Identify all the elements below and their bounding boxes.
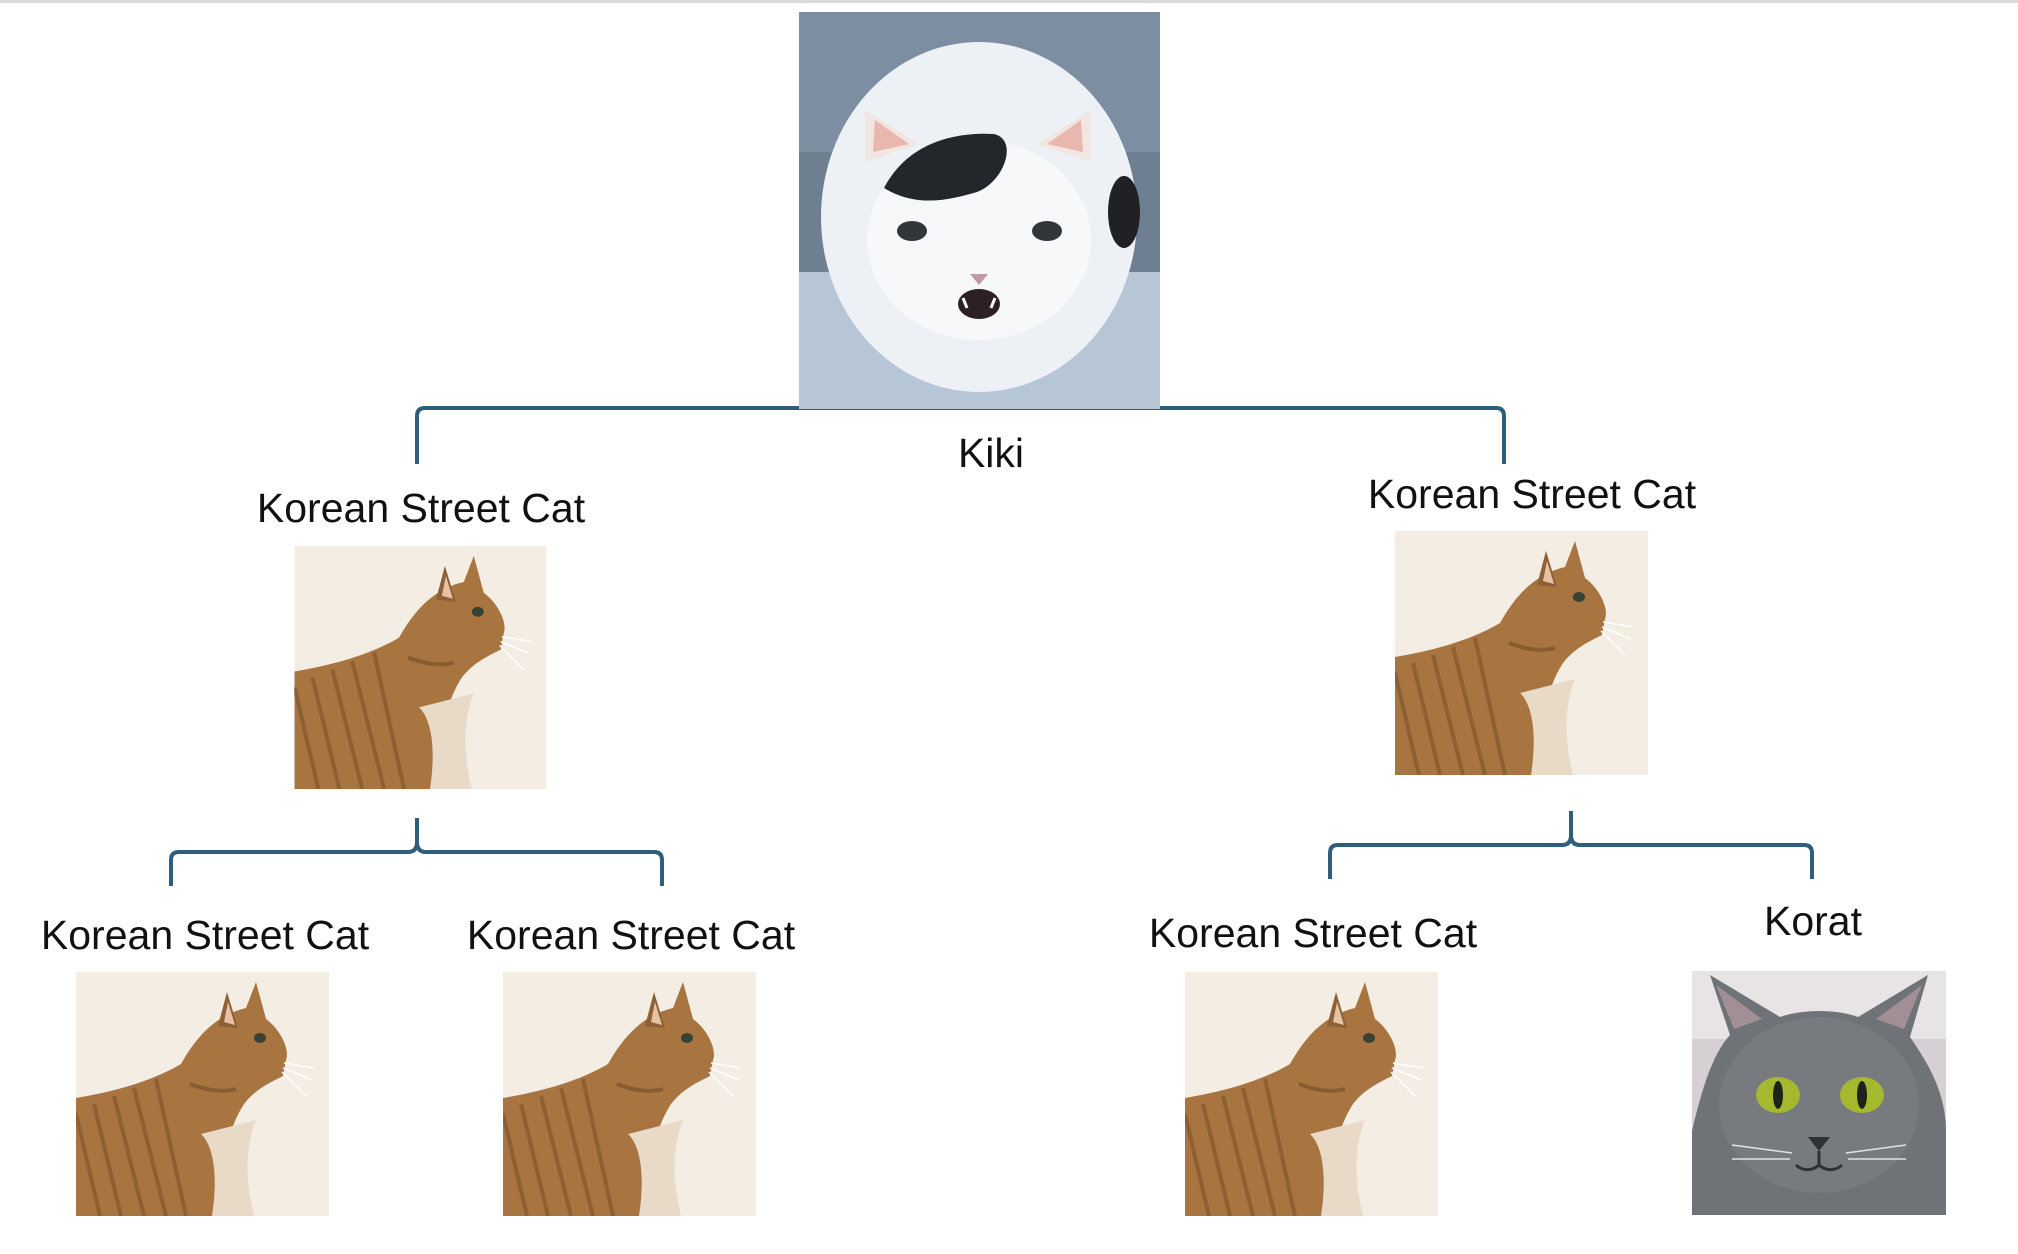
left-child-2-photo — [503, 972, 756, 1216]
left-child-1-photo — [76, 972, 329, 1216]
left-child-2-label: Korean Street Cat — [466, 912, 796, 958]
right-parent-photo — [1395, 531, 1648, 775]
tabby-cat-icon — [1185, 972, 1438, 1216]
right-child-1-label: Korean Street Cat — [1148, 910, 1478, 956]
right-child-1-photo — [1185, 972, 1438, 1216]
kiki-photo — [799, 12, 1160, 409]
kiki-label: Kiki — [957, 430, 1025, 476]
tabby-cat-icon — [503, 972, 756, 1216]
white-cat-icon — [799, 12, 1160, 409]
right-parent-connector — [1328, 811, 1814, 879]
tabby-cat-icon — [294, 546, 547, 789]
gray-cat-icon — [1692, 971, 1946, 1215]
left-parent-label: Korean Street Cat — [256, 485, 586, 531]
left-parent-connector — [169, 818, 664, 886]
korat-photo — [1692, 971, 1946, 1215]
left-child-1-label: Korean Street Cat — [40, 912, 370, 958]
top-border — [0, 0, 2018, 3]
korat-label: Korat — [1764, 898, 1862, 944]
tabby-cat-icon — [76, 972, 329, 1216]
tabby-cat-icon — [1395, 531, 1648, 775]
right-parent-label: Korean Street Cat — [1367, 471, 1697, 517]
left-parent-photo — [294, 546, 547, 789]
